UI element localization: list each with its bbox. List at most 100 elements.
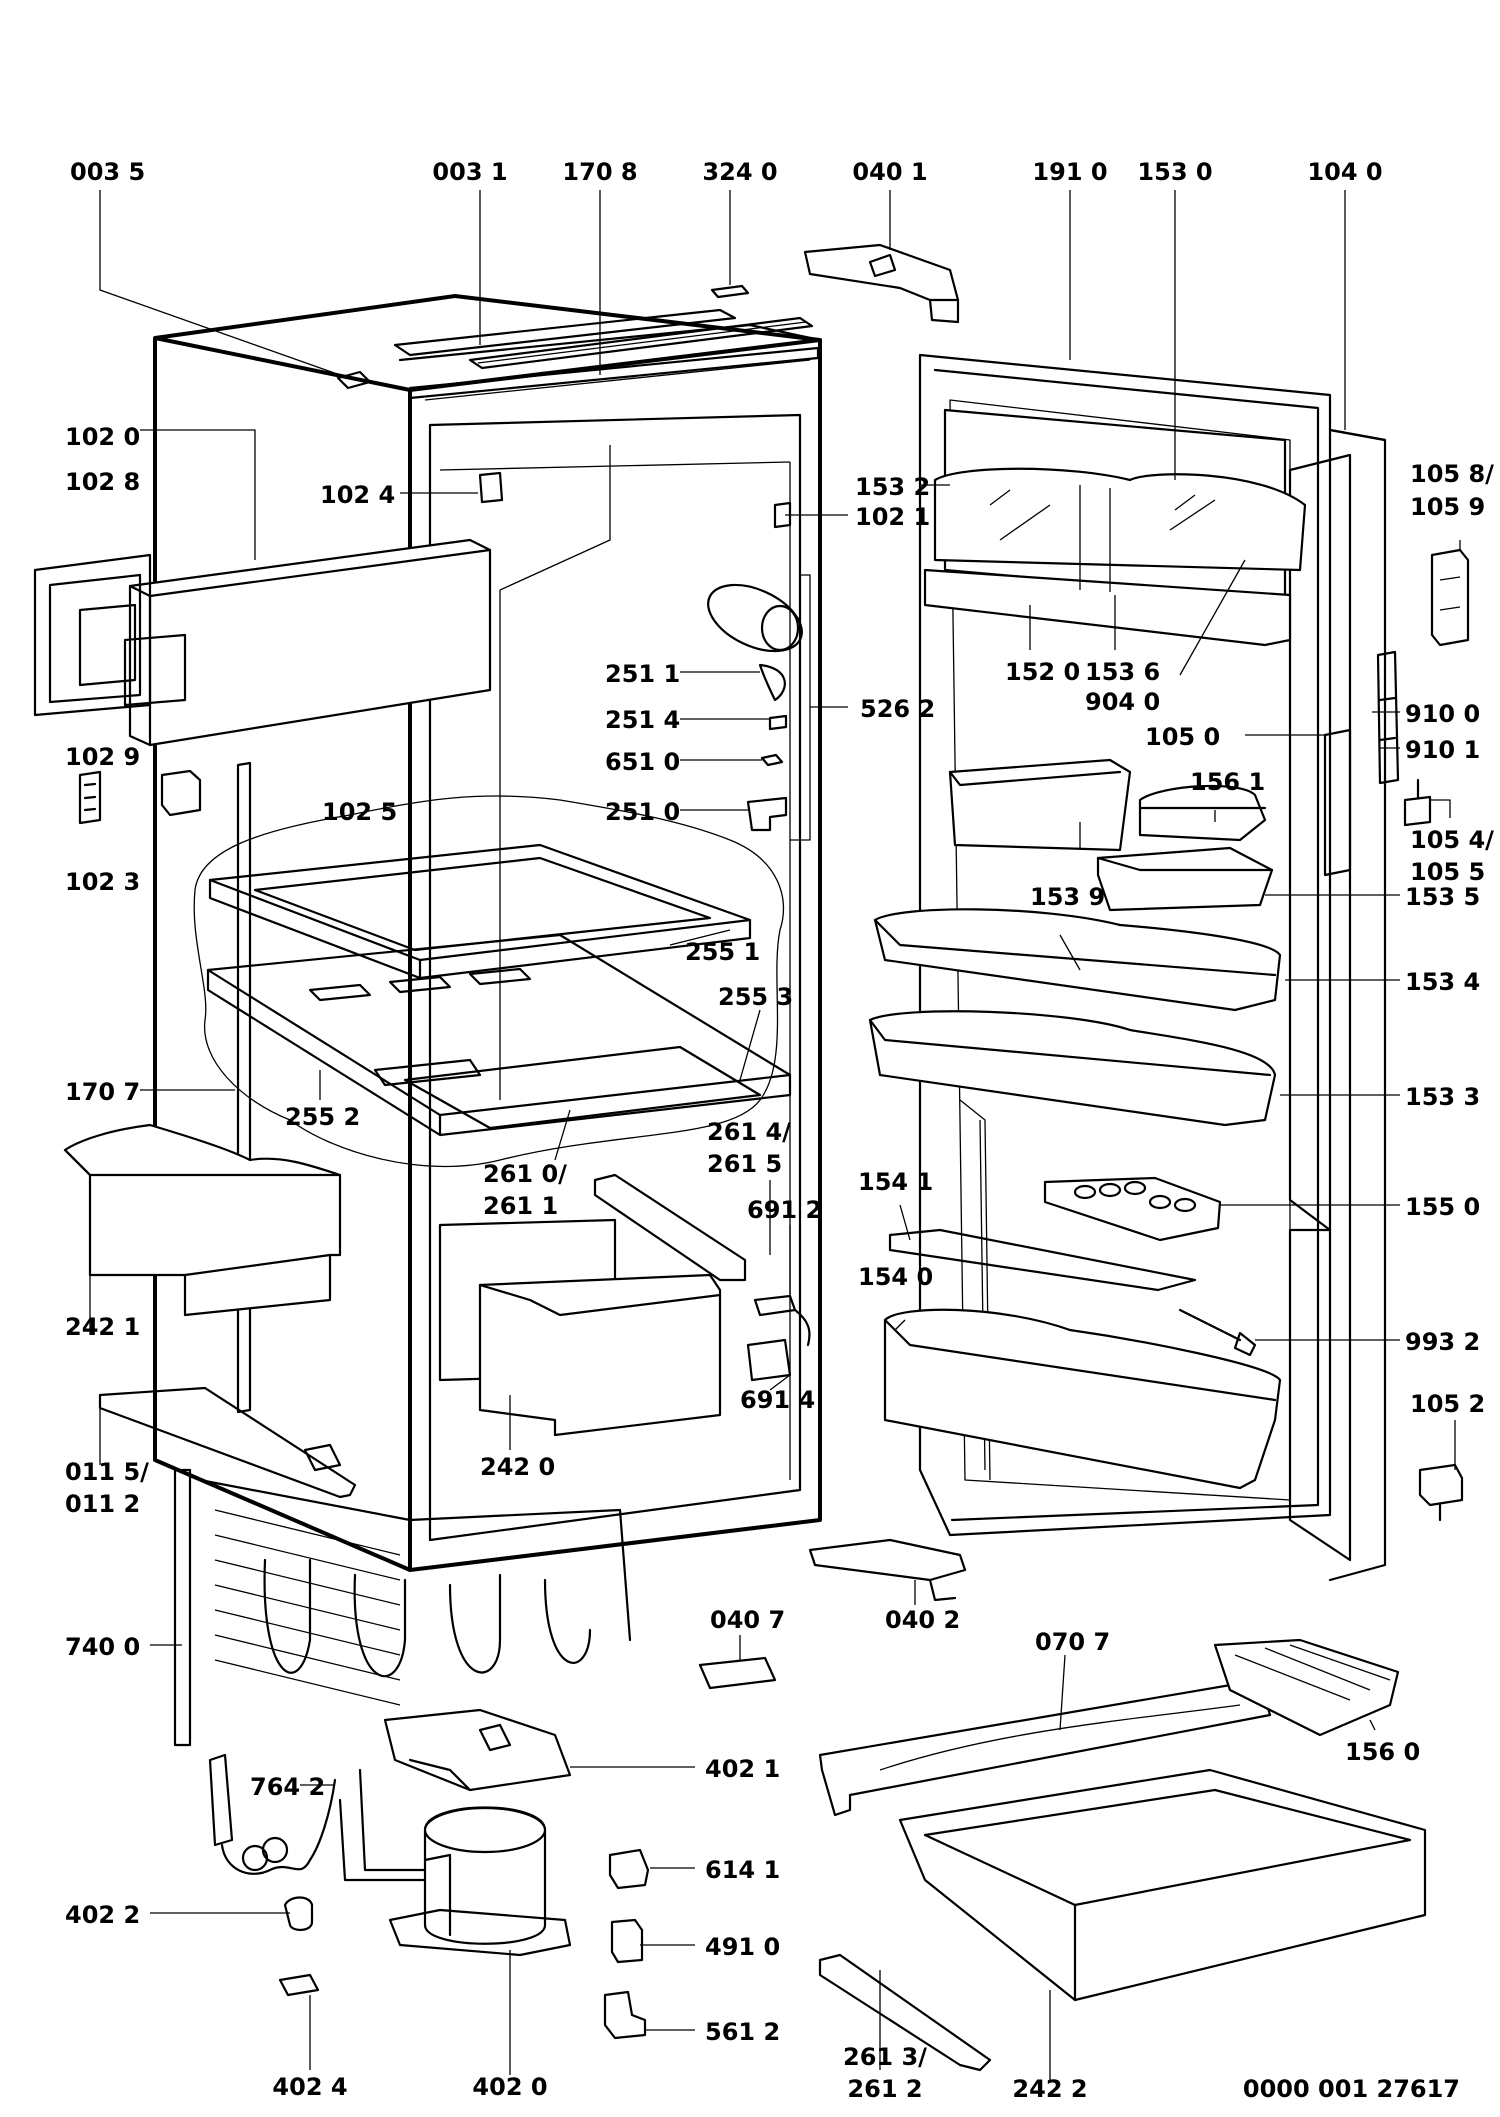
part-1707-side-rail [236,761,252,1414]
part-2551-glass-shelf [193,795,785,1168]
part-1534-door-shelf [873,908,1282,1012]
label-0035: 003 5 [70,158,145,186]
label-2420: 242 0 [480,1453,555,1481]
part-2422-freezer-drawer [898,1768,1427,2002]
part-1023-hinge-pin [78,770,102,825]
label-3240: 324 0 [702,158,777,186]
label-0707: 070 7 [1035,1628,1110,1656]
label-2510: 251 0 [605,798,680,826]
part-1052-lower-hinge [1418,1463,1464,1522]
label-6141: 614 1 [705,1856,780,1884]
label-7642: 764 2 [250,1773,325,1801]
part-1910-door-gasket [918,353,1332,1537]
callout-labels: 003 5 003 1 170 8 324 0 040 1 191 0 153 … [65,158,1494,2103]
part-2553-crisper-cover-shelf [206,933,792,1137]
label-6510: 651 0 [605,748,680,776]
part-1021-tab [773,501,792,529]
part-1530-dairy-compartment [923,408,1307,647]
part-1054-screw [1403,778,1432,827]
part-9932-door-sensor [1178,1308,1257,1357]
part-2420-crisper-drawer [438,1218,722,1437]
label-0407: 040 7 [710,1606,785,1634]
label-1533: 153 3 [1405,1083,1480,1111]
label-1040: 104 0 [1307,158,1382,186]
label-1535: 153 5 [1405,883,1480,911]
label-2610: 261 0/ [483,1160,567,1188]
label-5262: 526 2 [860,695,935,723]
part-4020-compressor [338,1768,572,1957]
part-1535-shelf [1096,846,1274,912]
part-7400-condenser [173,1468,632,1747]
label-2552: 255 2 [285,1103,360,1131]
label-1541: 154 1 [858,1168,933,1196]
label-1708: 170 8 [562,158,637,186]
label-6914: 691 4 [740,1386,815,1414]
label-9100: 910 0 [1405,700,1480,728]
label-4022: 402 2 [65,1901,140,1929]
label-1539: 153 9 [1030,883,1105,911]
part-0035-clip [336,370,372,390]
part-9100-hinge-bracket [1376,650,1400,785]
label-1023: 102 3 [65,868,140,896]
label-1054: 105 4/ [1410,826,1494,854]
label-1020: 102 0 [65,423,140,451]
label-2614: 261 4/ [707,1118,791,1146]
part-1533-door-shelf [868,1010,1277,1127]
label-1560: 156 0 [1345,1738,1420,1766]
label-2514: 251 4 [605,706,680,734]
label-7400: 740 0 [65,1633,140,1661]
label-6912: 691 2 [747,1196,822,1224]
label-9101: 910 1 [1405,736,1480,764]
label-1058: 105 8/ [1410,460,1494,488]
part-4910-protector [610,1918,644,1964]
label-1024: 102 4 [320,481,395,509]
part-6912-lamp [753,1294,811,1347]
part-2613-drawer-rail [818,1953,992,2072]
document-number: 0000 001 27617 [1243,2075,1460,2103]
part-4024-clip [278,1973,320,1997]
label-0031: 003 1 [432,158,507,186]
part-0407-plate [698,1656,777,1690]
part-6141-relay [608,1848,650,1890]
part-1058-handle-clip [1430,548,1470,647]
part-1028-door-frame [33,553,152,717]
label-2611: 261 1 [483,1192,558,1220]
label-4910: 491 0 [705,1933,780,1961]
label-9040: 904 0 [1085,688,1160,716]
part-7642-sensor [208,1753,337,1875]
part-1025-latch [160,769,202,817]
label-2613: 261 3/ [843,2043,927,2071]
part-2421-container [63,1123,342,1317]
label-0402: 040 2 [885,1606,960,1634]
label-1052: 105 2 [1410,1390,1485,1418]
label-1536: 153 6 [1085,658,1160,686]
part-0402-bottom-hinge [808,1538,967,1602]
part-1050-hinge-cover [1323,728,1352,877]
label-9932: 993 2 [1405,1328,1480,1356]
label-2612: 261 2 [847,2075,922,2103]
label-4021: 402 1 [705,1755,780,1783]
label-1534: 153 4 [1405,968,1480,996]
label-2422: 242 2 [1012,2075,1087,2103]
label-2615: 261 5 [707,1150,782,1178]
part-1539-door-bin [948,758,1132,852]
part-0031-top-strip [468,316,814,370]
label-1910: 191 0 [1032,158,1107,186]
part-4022-grommet [283,1896,314,1931]
part-2614-rail [593,1173,747,1282]
part-3240-small-part [710,284,750,299]
label-1530: 153 0 [1137,158,1212,186]
label-1561: 156 1 [1190,768,1265,796]
part-1040-door [1288,428,1387,1582]
part-0401-top-hinge [803,243,960,324]
label-1028: 102 8 [65,468,140,496]
part-1541-bottle-rail [888,1228,1197,1292]
part-4021-compressor-bracket [383,1708,572,1792]
label-2421: 242 1 [65,1313,140,1341]
label-1050: 105 0 [1145,723,1220,751]
label-1550: 155 0 [1405,1193,1480,1221]
label-1540: 154 0 [858,1263,933,1291]
label-1532: 153 2 [855,473,930,501]
label-4020: 402 0 [472,2073,547,2101]
